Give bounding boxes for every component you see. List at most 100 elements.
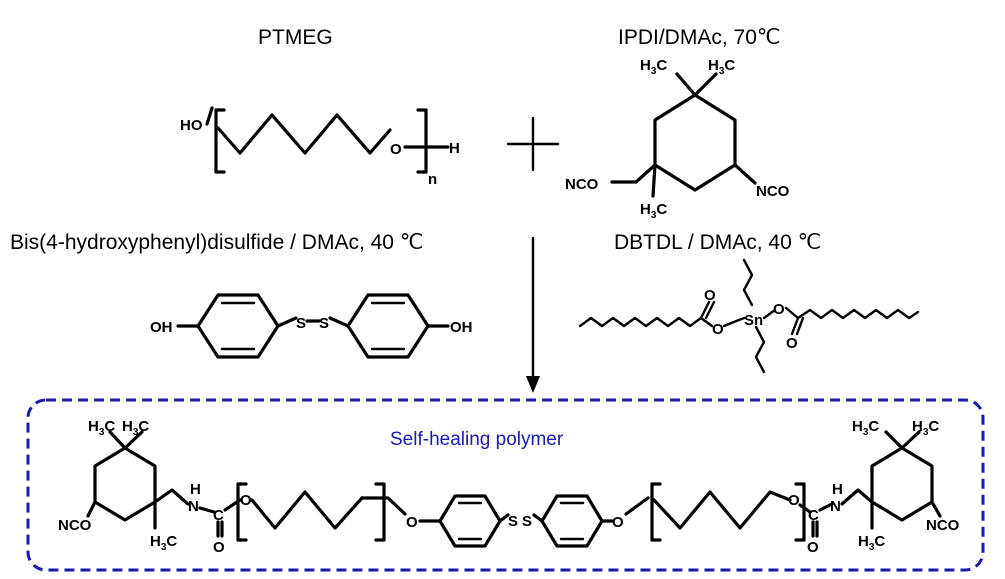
product-right-bracket-close bbox=[794, 482, 806, 542]
product-left-ch3-c: H3C bbox=[150, 533, 177, 553]
bhpds-s-right: S bbox=[319, 315, 329, 332]
product-s-right: S bbox=[522, 513, 532, 530]
dbtdl-right-chain bbox=[784, 306, 920, 320]
dbtdl-left-ester-bond bbox=[699, 316, 714, 328]
product-s-left: S bbox=[508, 513, 518, 530]
product-left-ch3-a: H3C bbox=[88, 418, 115, 438]
dbtdl-caption: DBTDL / DMAc, 40 ℃ bbox=[614, 231, 821, 254]
ipdi-ring bbox=[653, 93, 737, 192]
product-left-gem-dimethyl bbox=[108, 430, 144, 450]
ptmeg-left-bracket bbox=[214, 108, 226, 174]
product-right-c-n-bond bbox=[818, 502, 834, 512]
product-right-linker bbox=[840, 488, 874, 506]
product-left-bracket-open bbox=[236, 482, 248, 542]
dbtdl-structure: O O Sn O O bbox=[578, 258, 920, 374]
product-right-ring bbox=[870, 446, 934, 522]
dbtdl-o-sn-left bbox=[722, 316, 746, 328]
bhpds-s-left: S bbox=[296, 315, 306, 332]
bhpds-caption: Bis(4-hydroxyphenyl)disulfide / DMAc, 40… bbox=[10, 231, 423, 254]
product-left-nh-h: H bbox=[190, 481, 201, 498]
product-right-bridge bbox=[624, 496, 650, 516]
product-right-bracket-open bbox=[650, 482, 662, 542]
ipdi-nco-bond bbox=[733, 163, 757, 185]
ptmeg-bond bbox=[205, 106, 214, 126]
bhpds-bond-3 bbox=[328, 316, 350, 328]
ptmeg-caption: PTMEG bbox=[258, 26, 333, 49]
product-left-ch3-b: H3C bbox=[122, 418, 149, 438]
bhpds-ring-right-double bbox=[370, 301, 406, 351]
product-right-carbonyl bbox=[811, 520, 819, 538]
product-left-bridge bbox=[360, 496, 407, 516]
product-right-ch3-a: H3C bbox=[852, 418, 879, 438]
dbtdl-right-o-carbonyl: O bbox=[786, 335, 798, 352]
product-left-n-c-bond bbox=[198, 506, 216, 514]
product-right-ch3-b: H3C bbox=[912, 418, 939, 438]
bhpds-ring-left-double bbox=[220, 301, 256, 351]
product-right-nco: NCO bbox=[926, 517, 960, 534]
bhpds-bond-2 bbox=[276, 316, 298, 328]
product-left-nh-n: N bbox=[188, 498, 199, 515]
ptmeg-n-subscript: n bbox=[428, 171, 437, 188]
product-ring-s-bond-right bbox=[532, 513, 544, 523]
plus-sign bbox=[506, 116, 560, 172]
ptmeg-o-label: O bbox=[390, 141, 402, 158]
ipdi-structure: H3C H3C NCO H3C NCO bbox=[565, 57, 790, 221]
product-right-nh-n: N bbox=[830, 498, 841, 515]
ipdi-ch3-right: H3C bbox=[708, 57, 735, 77]
ptmeg-ho-label: HO bbox=[180, 117, 203, 134]
ipdi-ch3-bottom: H3C bbox=[640, 201, 667, 221]
product-o-left: O bbox=[406, 514, 418, 531]
bhpds-oh-left: OH bbox=[150, 319, 173, 336]
reaction-arrow bbox=[526, 236, 540, 393]
bhpds-ring-right bbox=[346, 293, 430, 359]
bhpds-ring-left bbox=[196, 293, 280, 359]
product-right-gem-dimethyl bbox=[884, 430, 921, 450]
product-left-c: C bbox=[213, 507, 224, 524]
dbtdl-right-carbonyl bbox=[790, 316, 805, 336]
dbtdl-left-o-carbonyl: O bbox=[704, 287, 716, 304]
product-ring-s-bond-left bbox=[498, 513, 510, 523]
dbtdl-left-o: O bbox=[712, 321, 724, 338]
dbtdl-left-chain bbox=[578, 316, 703, 328]
ipdi-gem-dimethyl bbox=[675, 72, 718, 97]
dbtdl-left-carbonyl bbox=[699, 300, 716, 320]
product-right-nco-bond bbox=[930, 500, 942, 518]
dbtdl-sn: Sn bbox=[744, 312, 763, 329]
product-title: Self-healing polymer bbox=[390, 429, 564, 450]
product-o-right: O bbox=[612, 514, 624, 531]
product-left-o: O bbox=[240, 492, 252, 509]
ptmeg-structure: HO O H n bbox=[180, 106, 460, 188]
product-right-ptmeg bbox=[652, 490, 792, 530]
product-structure: H3C H3C NCO H3C H N C O O O S S O bbox=[58, 418, 960, 556]
product-left-ring bbox=[93, 446, 157, 522]
product-left-nco-bond bbox=[86, 500, 97, 518]
product-left-nco: NCO bbox=[58, 517, 92, 534]
dbtdl-right-o: O bbox=[773, 301, 785, 318]
product-left-bracket-close bbox=[374, 482, 386, 542]
product-right-o-carbonyl: O bbox=[807, 539, 819, 556]
product-left-linker bbox=[153, 488, 190, 506]
product-left-carbonyl bbox=[216, 520, 224, 538]
product-right-ch3-c: H3C bbox=[858, 533, 885, 553]
product-left-o-carbonyl: O bbox=[213, 539, 225, 556]
product-right-c: C bbox=[808, 507, 819, 524]
product-right-o: O bbox=[788, 492, 800, 509]
ipdi-caption: IPDI/DMAc, 70℃ bbox=[618, 26, 780, 49]
ptmeg-chain bbox=[216, 113, 392, 155]
product-ring-right-double bbox=[559, 501, 585, 541]
ipdi-ch3-left: H3C bbox=[640, 57, 667, 77]
ptmeg-h-label: H bbox=[449, 140, 460, 157]
product-frame bbox=[26, 398, 985, 572]
ipdi-ch2-nco-bond bbox=[610, 163, 657, 184]
product-right-nh-h: H bbox=[832, 481, 843, 498]
ipdi-nco-right: NCO bbox=[756, 183, 790, 200]
bhpds-oh-right: OH bbox=[450, 319, 473, 336]
product-left-ptmeg bbox=[250, 490, 364, 530]
ptmeg-right-bracket bbox=[416, 108, 428, 174]
product-right-o-c-bond bbox=[798, 503, 812, 514]
bhpds-structure: OH S S OH bbox=[150, 293, 473, 359]
ipdi-nco-left: NCO bbox=[565, 176, 599, 193]
dbtdl-butyl-bottom bbox=[754, 325, 766, 374]
ipdi-methyl-bond bbox=[651, 163, 657, 198]
